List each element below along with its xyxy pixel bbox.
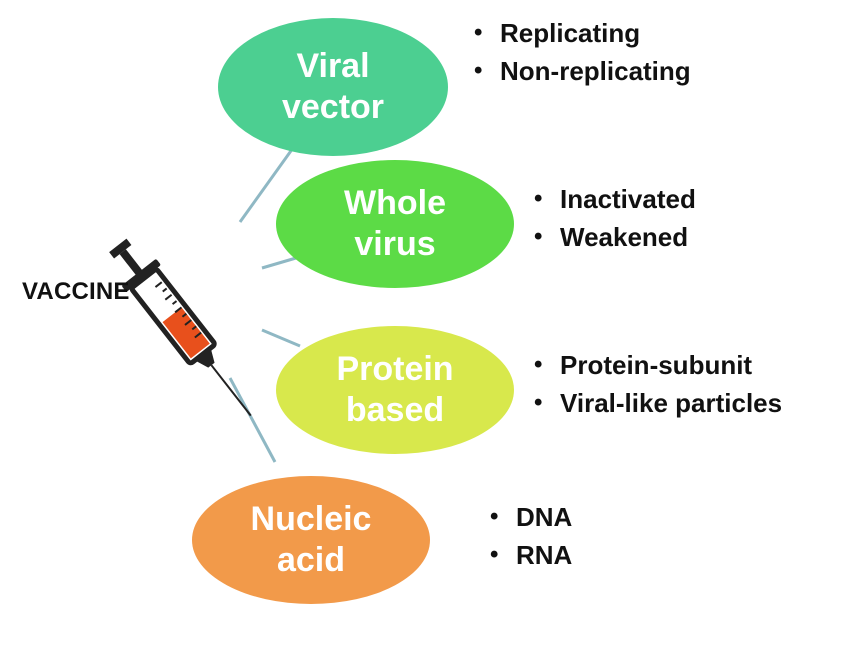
- list-item: Protein-subunit: [532, 346, 782, 384]
- list-item: DNA: [488, 498, 572, 536]
- list-item: Viral-like particles: [532, 384, 782, 422]
- whole-virus-subtypes: Inactivated Weakened: [532, 180, 696, 256]
- syringe-icon: [109, 238, 252, 417]
- category-protein-based-label: Protein based: [336, 349, 454, 429]
- connector-nucleic-acid: [228, 377, 277, 463]
- list-item: Weakened: [532, 218, 696, 256]
- category-nucleic-acid-label: Nucleic acid: [250, 499, 372, 579]
- vaccine-title: VACCINE: [22, 278, 130, 305]
- list-item: Replicating: [472, 14, 691, 52]
- category-viral-vector-label: Viral vector: [281, 46, 385, 126]
- nucleic-acid-subtypes: DNA RNA: [488, 498, 572, 574]
- list-item: RNA: [488, 536, 572, 574]
- viral-vector-subtypes: Replicating Non-replicating: [472, 14, 691, 90]
- connector-viral-vector: [238, 147, 295, 223]
- protein-based-subtypes: Protein-subunit Viral-like particles: [532, 346, 782, 422]
- connector-whole-virus: [261, 256, 297, 270]
- category-protein-based: Protein based: [276, 326, 514, 454]
- category-whole-virus: Whole virus: [276, 160, 514, 288]
- category-viral-vector: Viral vector: [218, 18, 448, 156]
- category-nucleic-acid: Nucleic acid: [192, 476, 430, 604]
- category-whole-virus-label: Whole virus: [344, 183, 446, 263]
- list-item: Inactivated: [532, 180, 696, 218]
- connector-protein-based: [261, 328, 301, 348]
- list-item: Non-replicating: [472, 52, 691, 90]
